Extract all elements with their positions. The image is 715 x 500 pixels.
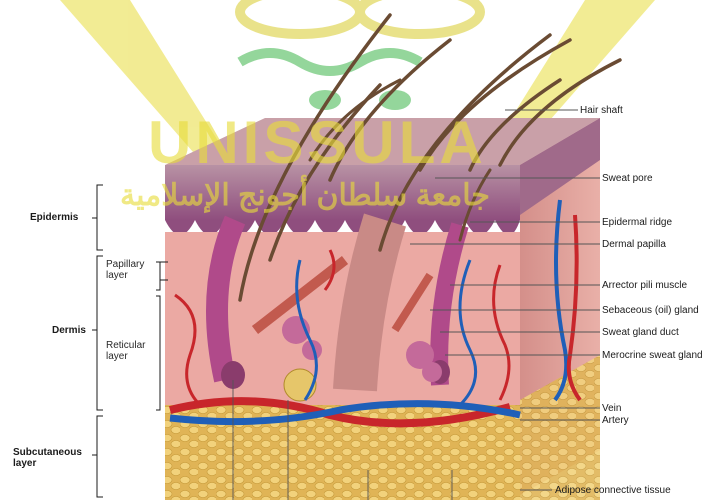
- watermark-arabic: جامعة سلطان أجونج الإسلامية: [120, 178, 490, 213]
- label-sweat-pore: Sweat pore: [602, 173, 653, 184]
- label-sweat-gland-duct: Sweat gland duct: [602, 327, 679, 338]
- label-reticular-layer: Reticular layer: [106, 340, 145, 362]
- label-artery: Artery: [602, 415, 629, 426]
- label-dermal-papilla: Dermal papilla: [602, 239, 666, 250]
- label-arrector-pili-muscle: Arrector pili muscle: [602, 280, 687, 291]
- label-sebaceous-gland: Sebaceous (oil) gland: [602, 305, 699, 316]
- label-merocrine-sweat-gland: Merocrine sweat gland: [602, 350, 703, 361]
- label-subcutaneous-layer: Subcutaneous layer: [13, 447, 82, 469]
- label-dermis: Dermis: [52, 325, 86, 336]
- label-epidermis: Epidermis: [30, 212, 78, 223]
- watermark-latin: UNISSULA: [148, 108, 487, 177]
- label-papillary-layer: Papillary layer: [106, 259, 144, 281]
- label-adipose-connective-tissue: Adipose connective tissue: [555, 485, 671, 496]
- label-epidermal-ridge: Epidermal ridge: [602, 217, 672, 228]
- label-vein: Vein: [602, 403, 621, 414]
- label-hair-shaft: Hair shaft: [580, 105, 623, 116]
